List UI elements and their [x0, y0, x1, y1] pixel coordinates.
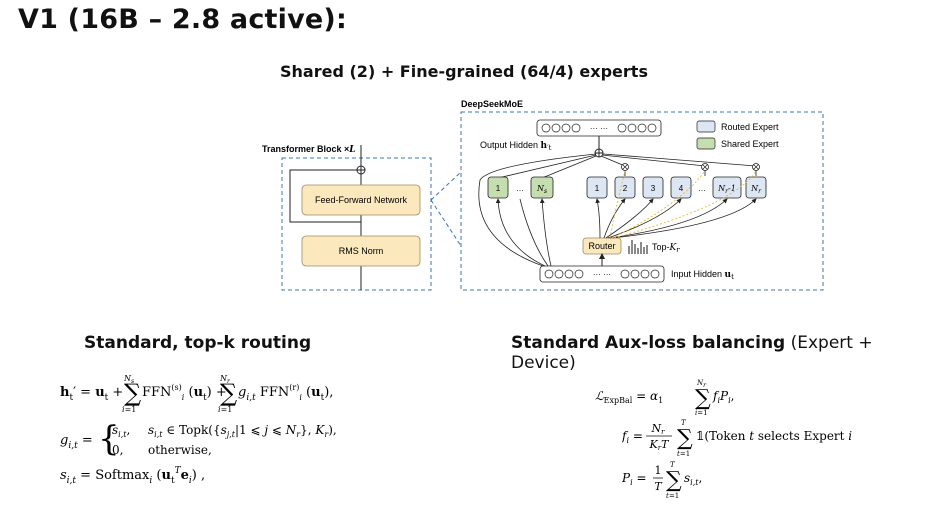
svg-text:gi,t =: gi,t =: [60, 433, 93, 451]
svg-text:··· ···: ··· ···: [590, 124, 608, 133]
svg-text:…: …: [698, 184, 706, 193]
svg-text:t=1: t=1: [677, 450, 690, 458]
equation-f-definition: fi = Nr KrT ∑ T t=1 𝟙(Token t selects Ex…: [621, 416, 861, 464]
svg-text:Nr: Nr: [219, 374, 231, 385]
legend-routed-swatch: [696, 120, 716, 133]
svg-text:fiPi,: fiPi,: [712, 389, 734, 405]
svg-text:3: 3: [651, 184, 656, 193]
svg-text:Nr: Nr: [651, 422, 666, 436]
routed-expert-2: [614, 176, 636, 199]
transformer-block-label: Transformer Block ×L: [262, 144, 356, 155]
svg-text:FFN(s)i (ut) +: FFN(s)i (ut) +: [142, 383, 227, 403]
routed-expert-nr: [745, 176, 767, 199]
ffn-label: Feed-Forward Network: [315, 195, 408, 205]
router-label: Router: [588, 241, 615, 251]
svg-text:∑: ∑: [695, 386, 711, 411]
svg-text:si,t = Softmaxi (utTei) ,: si,t = Softmaxi (utTei) ,: [60, 466, 205, 486]
equation-score: si,t = Softmaxi (utTei) ,: [60, 463, 260, 491]
routed-expert-nr1: [712, 176, 742, 199]
svg-text:gi,t FFN(r)i (ut),: gi,t FFN(r)i (ut),: [238, 383, 333, 403]
svg-text:Ns: Ns: [536, 184, 547, 195]
svg-text:si,t,: si,t,: [112, 423, 130, 439]
svg-text:Nr: Nr: [696, 379, 707, 389]
svg-text:otherwise,: otherwise,: [148, 443, 212, 457]
svg-text:…: …: [516, 184, 524, 193]
ffn-box: [301, 184, 421, 216]
svg-text:T: T: [681, 419, 687, 427]
equation-output-hidden: ht′ = ut + ∑ Ns i=1 FFN(s)i (ut) + ∑ Nr …: [60, 372, 350, 418]
svg-text:T: T: [670, 461, 676, 469]
svg-text:∑: ∑: [124, 379, 141, 407]
svg-text:Ns: Ns: [123, 374, 134, 385]
rmsnorm-box: [301, 235, 421, 267]
routed-expert-4: [670, 176, 692, 199]
svg-text:1: 1: [655, 464, 662, 477]
svg-text:4: 4: [679, 184, 684, 193]
equation-expert-balance-loss: ℒExpBal = α1 ∑ Nr i=1 fiPi,: [595, 376, 795, 420]
svg-text:··· ···: ··· ···: [593, 270, 611, 279]
left-section-heading: Standard, top-k routing: [84, 333, 312, 353]
svg-text:∑: ∑: [677, 426, 693, 451]
svg-text:t=1: t=1: [666, 492, 679, 500]
svg-text:si,t,: si,t,: [684, 471, 702, 487]
shared-expert-ns: [530, 176, 554, 199]
moe-box: [460, 111, 824, 291]
svg-text:KrT: KrT: [649, 438, 671, 452]
rmsnorm-label: RMS Norm: [339, 246, 384, 256]
svg-text:ℒExpBal = α1: ℒExpBal = α1: [595, 389, 663, 405]
legend-routed-label: Routed Expert: [721, 122, 779, 132]
slide-subtitle: Shared (2) + Fine-grained (64/4) experts: [280, 62, 648, 81]
input-hidden-label: Input Hidden ut: [671, 269, 734, 281]
shared-expert-1: [487, 176, 509, 199]
transformer-block-label-text: Transformer Block ×: [262, 144, 349, 154]
equation-p-definition: Pi = 1 T ∑ T t=1 si,t,: [621, 458, 742, 506]
svg-text:i=1: i=1: [695, 409, 708, 416]
right-section-heading: Standard Aux-loss balancing (Expert + De…: [511, 333, 873, 373]
routed-expert-1: [586, 176, 608, 199]
svg-text:𝟙(Token t selects Expert i),: 𝟙(Token t selects Expert i),: [696, 429, 852, 443]
svg-text:∑: ∑: [220, 379, 237, 407]
legend-shared-label: Shared Expert: [721, 139, 779, 149]
topk-label: Top-Kr: [652, 242, 680, 254]
svg-text:fi =: fi =: [622, 429, 643, 445]
svg-text:i=1: i=1: [122, 405, 136, 414]
architecture-diagram: Transformer Block ×L Feed-Forward Networ…: [262, 99, 824, 291]
input-circles: [544, 269, 660, 279]
svg-text:0,: 0,: [112, 443, 123, 457]
svg-text:1: 1: [496, 184, 501, 193]
svg-text:2: 2: [623, 184, 628, 193]
output-hidden-label: Output Hidden h′t: [480, 140, 552, 152]
moe-title: DeepSeekMoE: [461, 99, 523, 109]
transformer-block-box: [281, 157, 432, 291]
svg-text:1: 1: [595, 184, 600, 193]
output-circles: [541, 123, 657, 133]
svg-text:i=1: i=1: [218, 405, 232, 414]
svg-text:Nr-1: Nr-1: [717, 184, 736, 195]
svg-text:Nr: Nr: [750, 184, 762, 195]
slide-title: V1 (16B – 2.8 active):: [18, 4, 347, 35]
svg-text:ht′ = ut +: ht′ = ut +: [60, 385, 123, 403]
topk-bars-icon: [628, 240, 648, 254]
equation-gate: gi,t = { si,t, si,t ∈ Topk({sj,t|1 ⩽ j ⩽…: [60, 419, 350, 464]
svg-text:{: {: [98, 420, 120, 459]
routed-expert-3: [642, 176, 664, 199]
legend-shared-swatch: [696, 137, 716, 150]
svg-text:T: T: [654, 480, 663, 493]
svg-text:si,t ∈ Topk({sj,t|1 ⩽ j ⩽ Nr},: si,t ∈ Topk({sj,t|1 ⩽ j ⩽ Nr}, Kr),: [148, 423, 337, 439]
svg-text:Pi =: Pi =: [622, 471, 647, 487]
svg-text:∑: ∑: [666, 468, 682, 493]
